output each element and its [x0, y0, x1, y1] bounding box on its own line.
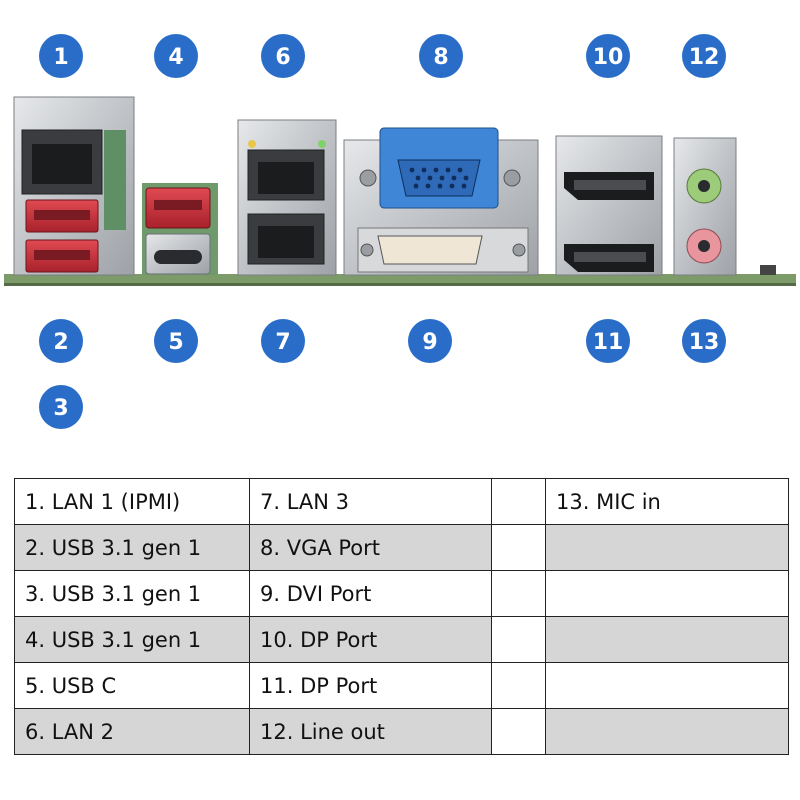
port-legend-table: 1. LAN 1 (IPMI) 7. LAN 3 13. MIC in 2. U…: [14, 478, 789, 755]
badge-3: 3: [39, 385, 83, 429]
badge-10-label: 10: [593, 45, 624, 70]
legend-cell: 3. USB 3.1 gen 1: [14, 570, 250, 617]
legend-cell: 10. DP Port: [249, 616, 492, 663]
legend-cell: 6. LAN 2: [14, 708, 250, 755]
legend-cell: [491, 570, 546, 617]
badge-6: 6: [261, 34, 305, 78]
legend-cell: 4. USB 3.1 gen 1: [14, 616, 250, 663]
legend-row: 4. USB 3.1 gen 1 10. DP Port: [14, 616, 789, 663]
legend-row: 2. USB 3.1 gen 1 8. VGA Port: [14, 524, 789, 571]
legend-cell: [545, 662, 789, 709]
legend-row: 6. LAN 2 12. Line out: [14, 708, 789, 755]
badge-3-label: 3: [53, 396, 68, 421]
badge-12-label: 12: [689, 45, 720, 70]
legend-cell: [491, 616, 546, 663]
badge-8-label: 8: [433, 45, 448, 70]
badge-7-label: 7: [275, 330, 290, 355]
badge-1: 1: [39, 34, 83, 78]
badge-9: 9: [408, 319, 452, 363]
legend-row: 1. LAN 1 (IPMI) 7. LAN 3 13. MIC in: [14, 478, 789, 525]
legend-cell: [545, 570, 789, 617]
legend-cell: 1. LAN 1 (IPMI): [14, 478, 250, 525]
badge-1-label: 1: [53, 45, 68, 70]
legend-cell: 5. USB C: [14, 662, 250, 709]
legend-row: 5. USB C 11. DP Port: [14, 662, 789, 709]
legend-cell: [545, 708, 789, 755]
badge-2: 2: [39, 319, 83, 363]
badge-4-label: 4: [168, 45, 183, 70]
badge-2-label: 2: [53, 330, 68, 355]
legend-cell: [491, 478, 546, 525]
legend-row: 3. USB 3.1 gen 1 9. DVI Port: [14, 570, 789, 617]
legend-cell: 8. VGA Port: [249, 524, 492, 571]
badge-9-label: 9: [422, 330, 437, 355]
usb-usbc-stack: [142, 183, 218, 275]
pcb-board: [4, 274, 796, 285]
badge-5-label: 5: [168, 330, 183, 355]
legend-cell: 13. MIC in: [545, 478, 789, 525]
legend-cell: [491, 708, 546, 755]
legend-cell: 11. DP Port: [249, 662, 492, 709]
badge-13: 13: [682, 319, 726, 363]
badge-6-label: 6: [275, 45, 290, 70]
legend-cell: 2. USB 3.1 gen 1: [14, 524, 250, 571]
badge-7: 7: [261, 319, 305, 363]
legend-cell: [491, 662, 546, 709]
badge-8: 8: [419, 34, 463, 78]
audio-jack-stack: [673, 137, 737, 276]
legend-cell: 7. LAN 3: [249, 478, 492, 525]
legend-cell: 9. DVI Port: [249, 570, 492, 617]
badge-4: 4: [154, 34, 198, 78]
dual-displayport-stack: [555, 135, 663, 276]
lan1-usb-stack: [13, 96, 135, 276]
legend-cell: [545, 616, 789, 663]
vga-dvi-stack: [343, 127, 539, 276]
badge-12: 12: [682, 34, 726, 78]
dual-lan-stack: [237, 119, 337, 276]
badge-13-label: 13: [689, 330, 720, 355]
badge-10: 10: [586, 34, 630, 78]
legend-cell: [491, 524, 546, 571]
legend-cell: 12. Line out: [249, 708, 492, 755]
badge-11-label: 11: [593, 330, 624, 355]
badge-5: 5: [154, 319, 198, 363]
legend-cell: [545, 524, 789, 571]
io-panel-diagram: 1 2 3 4 5 6 7 8 9 10 11 12 13: [4, 34, 796, 429]
badge-11: 11: [586, 319, 630, 363]
